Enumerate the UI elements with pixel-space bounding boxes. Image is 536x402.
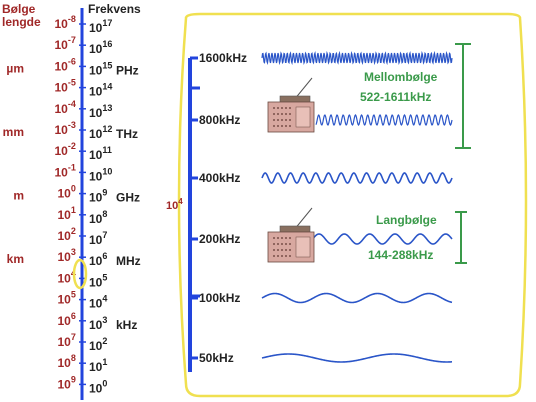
frequency-label: 108 [89,209,107,226]
wavelength-header-line1: Bølge [2,2,36,16]
wavelength-label: 10-4 [55,99,78,116]
radio-band-highlight [72,258,88,290]
frequency-unit-label: PHz [116,63,139,77]
medium-wave-bracket [455,43,471,149]
band-label: 800kHz [199,113,240,127]
band-label: 1600kHz [199,51,247,65]
wavelength-label: 105 [58,290,78,307]
frequency-label: 101 [89,357,107,374]
radio-icon [267,77,315,133]
wavelength-label: 100 [58,184,78,201]
wavelength-unit-label: mm [3,125,24,139]
wavelength-label: 101 [58,205,78,222]
spectrum-scale: Bølge lengde Frekvens 10-8 1017 10-7 1016… [2,2,141,400]
long-wave-bracket [455,211,467,264]
frequency-label: 104 [89,294,107,311]
wave-1600khz [261,50,453,66]
frequency-header: Frekvens [88,2,141,16]
frequency-label: 1010 [89,166,112,183]
wavelength-label: 106 [58,311,78,328]
radio-detail-panel: 104 1600kHz 800kHz 400kHz 200kHz 100kHz 50kHz… [166,12,528,398]
frequency-label: 1011 [89,145,112,162]
frequency-unit-label: MHz [116,254,141,268]
panel-wavelength-marker: 104 [166,197,183,212]
frequency-label: 1013 [89,103,112,120]
frequency-label: 1012 [89,124,112,141]
wavelength-unit-label: m [13,189,24,203]
band-label: 400kHz [199,171,240,185]
frequency-label: 106 [89,251,107,268]
wavelength-label: 107 [58,332,78,349]
medium-wave-name: Mellombølge [364,70,438,84]
radio-icon [267,207,315,263]
long-wave-range: 144-288kHz [368,248,433,262]
wavelength-label: 108 [58,353,78,370]
wavelength-label: 102 [58,226,78,243]
band-label: 200kHz [199,232,240,246]
frequency-unit-label: GHz [116,191,140,205]
frequency-label: 102 [89,336,107,353]
wavelength-header-line2: lengde [2,15,41,29]
frequency-label: 1016 [89,39,112,56]
wave-400khz [261,172,453,184]
wavelength-label: 10-3 [55,120,78,137]
panel-frame [177,12,528,398]
wavelength-label: 10-7 [55,35,78,52]
band-label: 50kHz [199,351,234,365]
frequency-label: 100 [89,378,107,395]
wave-100khz [261,292,453,304]
wavelength-label: 109 [58,374,78,391]
frequency-label: 103 [89,315,107,332]
frequency-label: 1014 [89,82,112,99]
wavelength-label: 103 [58,247,78,264]
frequency-label: 109 [89,188,107,205]
wave-800khz [315,114,453,126]
wavelength-label: 10-6 [55,56,78,73]
wavelength-unit-label: km [7,252,24,266]
frequency-unit-label: kHz [116,318,137,332]
medium-wave-range: 522-1611kHz [360,90,431,104]
frequency-label: 1015 [89,60,112,77]
wavelength-label: 10-2 [55,141,78,158]
wavelength-unit-label: µm [6,61,24,75]
band-label: 100kHz [199,291,240,305]
wave-200khz [311,233,453,245]
wavelength-label: 10-8 [55,14,78,31]
wave-50khz [261,353,453,363]
wavelength-label: 10-1 [55,162,78,179]
frequency-label: 107 [89,230,107,247]
wavelength-label: 10-5 [55,78,78,95]
frequency-label: 1017 [89,18,112,35]
frequency-unit-label: THz [116,127,138,141]
frequency-label: 105 [89,272,107,289]
long-wave-name: Langbølge [376,213,437,227]
